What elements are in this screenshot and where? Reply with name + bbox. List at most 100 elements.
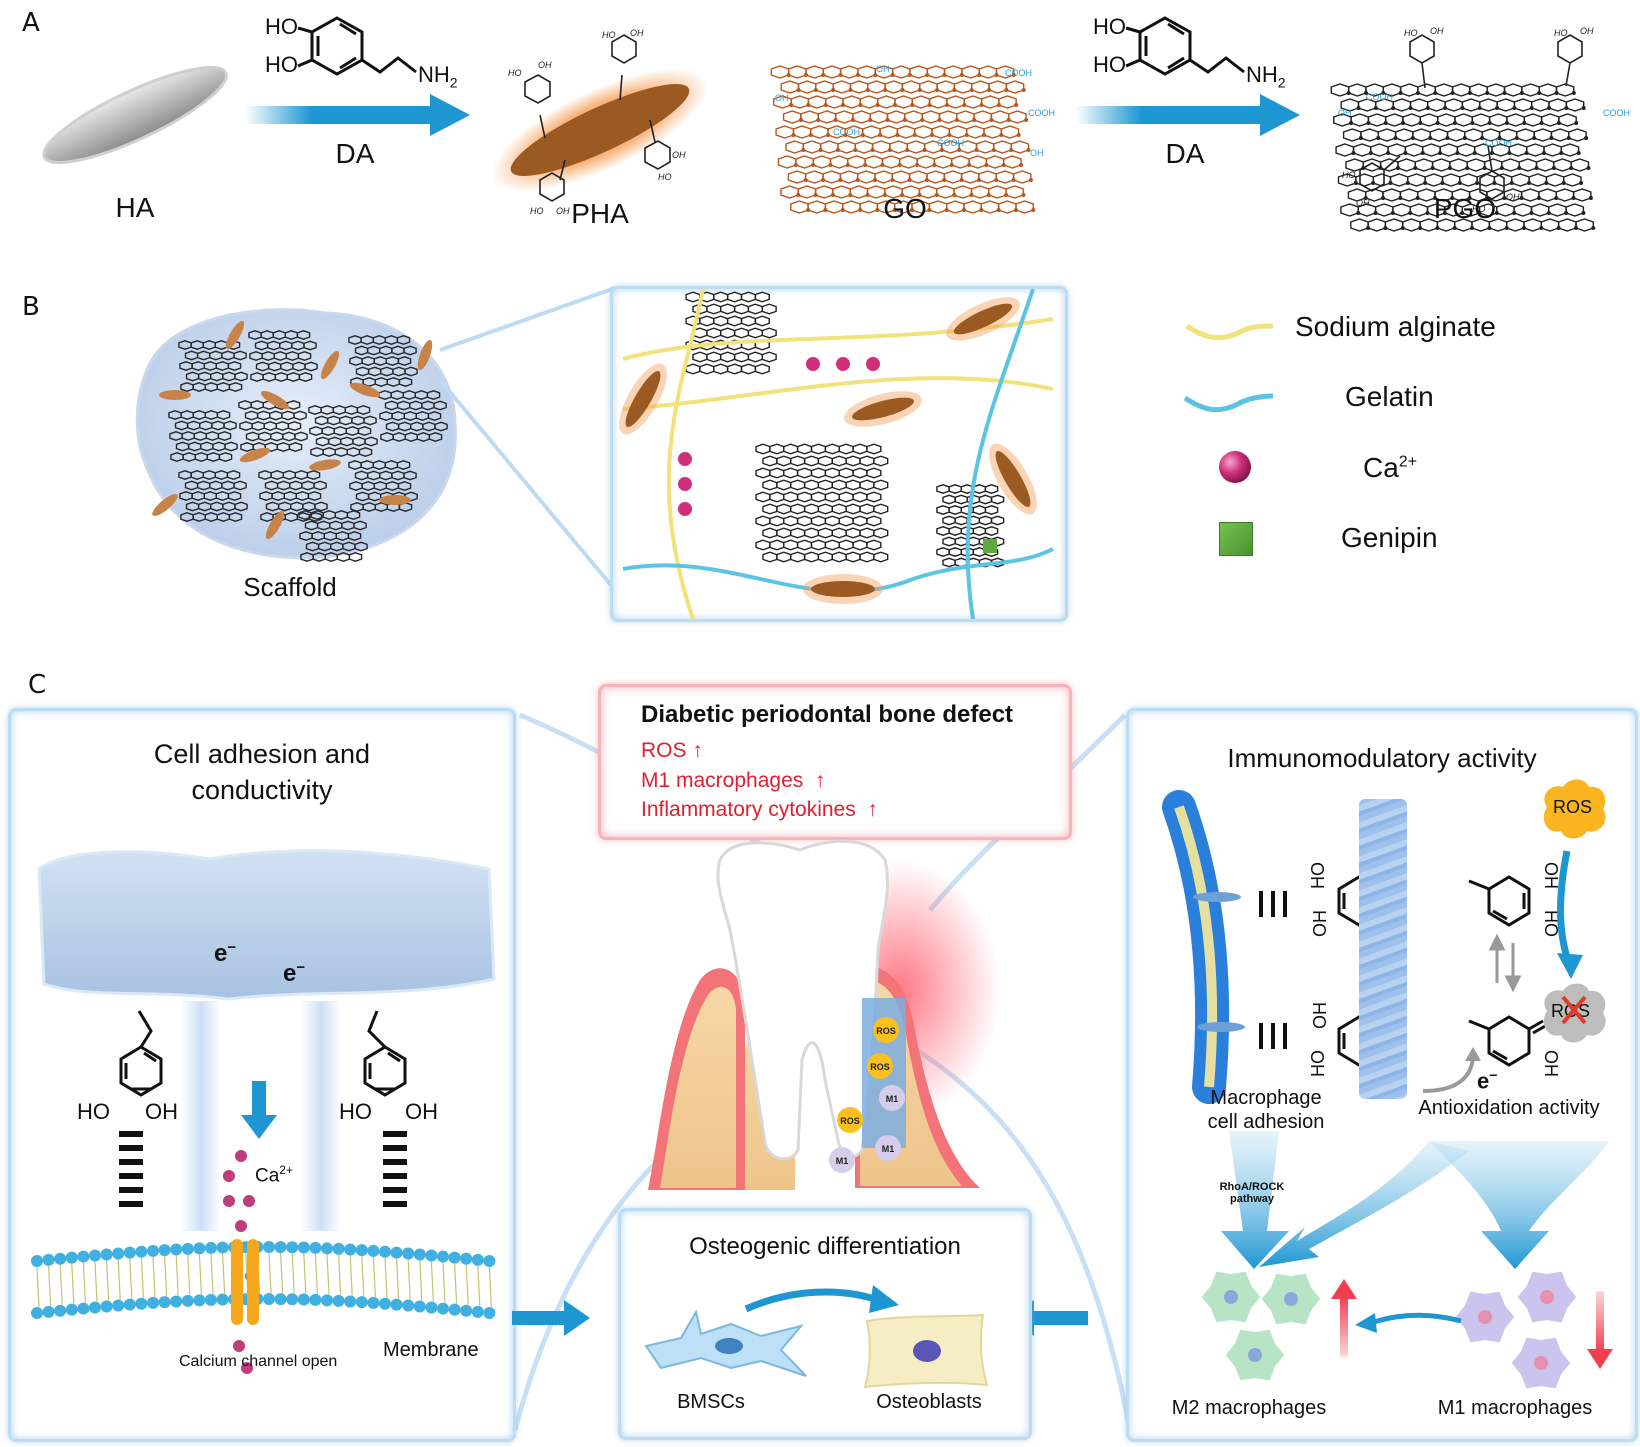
increase-arrow-icon: ↑ bbox=[867, 798, 878, 821]
lipid-head bbox=[367, 1244, 380, 1257]
hydrogen-bond-left-icon bbox=[119, 1131, 143, 1207]
immune-flow-arrows bbox=[1221, 1131, 1609, 1269]
ca-sup: 2+ bbox=[279, 1163, 293, 1177]
lipid-head bbox=[123, 1246, 136, 1259]
hbond-dash bbox=[119, 1131, 143, 1137]
lipid-head bbox=[77, 1250, 90, 1263]
electron-sup-r: − bbox=[1489, 1067, 1498, 1083]
lipid-head bbox=[89, 1301, 101, 1314]
dopamine-amine: NH2 bbox=[418, 62, 458, 90]
legend-calcium: Ca2+ bbox=[1363, 452, 1417, 484]
electron-transfer-arrow bbox=[1422, 1047, 1481, 1093]
lipid-head bbox=[413, 1248, 426, 1261]
graphene-patch bbox=[248, 330, 318, 382]
lipid-head bbox=[263, 1293, 275, 1306]
lipid-head bbox=[89, 1249, 101, 1262]
calcium-ion bbox=[806, 357, 820, 371]
hbond-dash bbox=[119, 1159, 143, 1165]
sodium-alginate-swatch bbox=[1185, 323, 1274, 341]
graphene-sheet bbox=[936, 484, 1005, 568]
polymer-chain bbox=[965, 289, 1035, 619]
symptom-m1: M1 macrophages ↑ bbox=[641, 769, 825, 793]
ha-rod bbox=[152, 494, 178, 516]
lipid-head bbox=[402, 1247, 415, 1260]
lipid-head bbox=[448, 1303, 461, 1316]
lipid-head bbox=[355, 1296, 368, 1309]
m1-to-m2-arrow bbox=[1355, 1312, 1462, 1333]
lipid-head bbox=[390, 1246, 403, 1259]
lipid-tail bbox=[175, 1255, 179, 1296]
catechol-right-icon bbox=[363, 1010, 407, 1097]
lipid-head bbox=[483, 1255, 496, 1267]
lipid-head bbox=[170, 1243, 183, 1256]
ha-rod bbox=[225, 320, 245, 350]
lipid-tail bbox=[71, 1263, 75, 1304]
lipid-head bbox=[309, 1241, 322, 1254]
pgo-group-cooh-1: COOH bbox=[1366, 92, 1393, 102]
lipid-tail bbox=[303, 1253, 307, 1294]
catechol-bottom-oh: OH bbox=[1310, 1002, 1330, 1029]
lipid-tail bbox=[140, 1257, 144, 1298]
lipid-tail bbox=[361, 1256, 365, 1297]
lipid-head bbox=[274, 1241, 287, 1254]
lipid-tail bbox=[59, 1264, 63, 1305]
cell-adhesion-box: Cell adhesion and conductivity e− e− HO … bbox=[8, 708, 516, 1442]
lipid-head bbox=[100, 1300, 113, 1313]
catechol-left-ho: HO bbox=[77, 1099, 110, 1124]
tooth-marker bbox=[829, 1147, 855, 1173]
lipid-head bbox=[460, 1252, 473, 1265]
lipid-tail bbox=[314, 1253, 318, 1294]
catechol-top-ho: HO bbox=[1308, 862, 1328, 889]
dopamine-structure-icon bbox=[297, 16, 417, 76]
calcium-ion bbox=[678, 477, 692, 491]
m1-macrophages-icon bbox=[1455, 1271, 1577, 1389]
tooth-marker bbox=[879, 1085, 905, 1111]
lipid-head bbox=[205, 1241, 217, 1254]
cell-adhesion-title-line1: Cell adhesion and bbox=[153, 739, 371, 769]
tooth-marker-label: M1 bbox=[886, 1094, 899, 1104]
calcium-influx-label: Ca2+ bbox=[255, 1163, 293, 1187]
lipid-tail bbox=[407, 1259, 411, 1300]
lipid-head bbox=[112, 1247, 125, 1260]
lipid-head bbox=[263, 1241, 275, 1254]
symptom-ros: ROS ↑ bbox=[641, 739, 703, 763]
ros-bubble-icon bbox=[1543, 779, 1606, 839]
ha-rod bbox=[417, 339, 433, 371]
macrophage-nucleus bbox=[1224, 1290, 1238, 1304]
scaffold-block-illustration bbox=[37, 849, 496, 1001]
lipid-head bbox=[65, 1251, 78, 1264]
ha-rod bbox=[265, 510, 285, 540]
macrophage-membrane-illustration bbox=[1162, 790, 1245, 1104]
hbond-dash bbox=[383, 1131, 407, 1137]
lipid-head bbox=[390, 1298, 403, 1311]
antioxidation-label: Antioxidation activity bbox=[1418, 1097, 1600, 1119]
lipid-tail bbox=[454, 1263, 458, 1304]
polymer-chain bbox=[622, 547, 1054, 594]
svg-text:OH: OH bbox=[1580, 26, 1594, 36]
scaffold-strut bbox=[1359, 799, 1407, 1099]
lipid-tail bbox=[36, 1266, 40, 1308]
osteogenic-title: Osteogenic differentiation bbox=[689, 1233, 961, 1260]
macrophage-adhesion-line2: cell adhesion bbox=[1207, 1111, 1325, 1133]
lipid-head bbox=[344, 1243, 357, 1256]
amine2-text: NH bbox=[1246, 62, 1278, 87]
lipid-head bbox=[216, 1293, 229, 1306]
bmsc-cell-icon bbox=[644, 1309, 807, 1377]
lipid-head bbox=[448, 1251, 461, 1264]
electron-sup-2: − bbox=[296, 959, 306, 976]
lipid-head bbox=[123, 1298, 136, 1311]
symptom-cytokines-text: Inflammatory cytokines bbox=[641, 798, 856, 821]
lipid-head bbox=[321, 1242, 333, 1255]
tooth-marker-label: ROS bbox=[876, 1026, 896, 1036]
lipid-head bbox=[77, 1302, 90, 1315]
zoom-connector bbox=[438, 286, 617, 592]
macrophage-nucleus bbox=[1478, 1310, 1492, 1324]
lipid-head bbox=[31, 1307, 43, 1319]
catechol-left-oh: OH bbox=[145, 1099, 178, 1124]
dopamine2-ho-bottom: HO bbox=[1093, 52, 1126, 77]
svg-text:HO: HO bbox=[1404, 28, 1418, 38]
lipid-head bbox=[309, 1293, 322, 1306]
bmsc-label: BMSCs bbox=[677, 1391, 745, 1413]
